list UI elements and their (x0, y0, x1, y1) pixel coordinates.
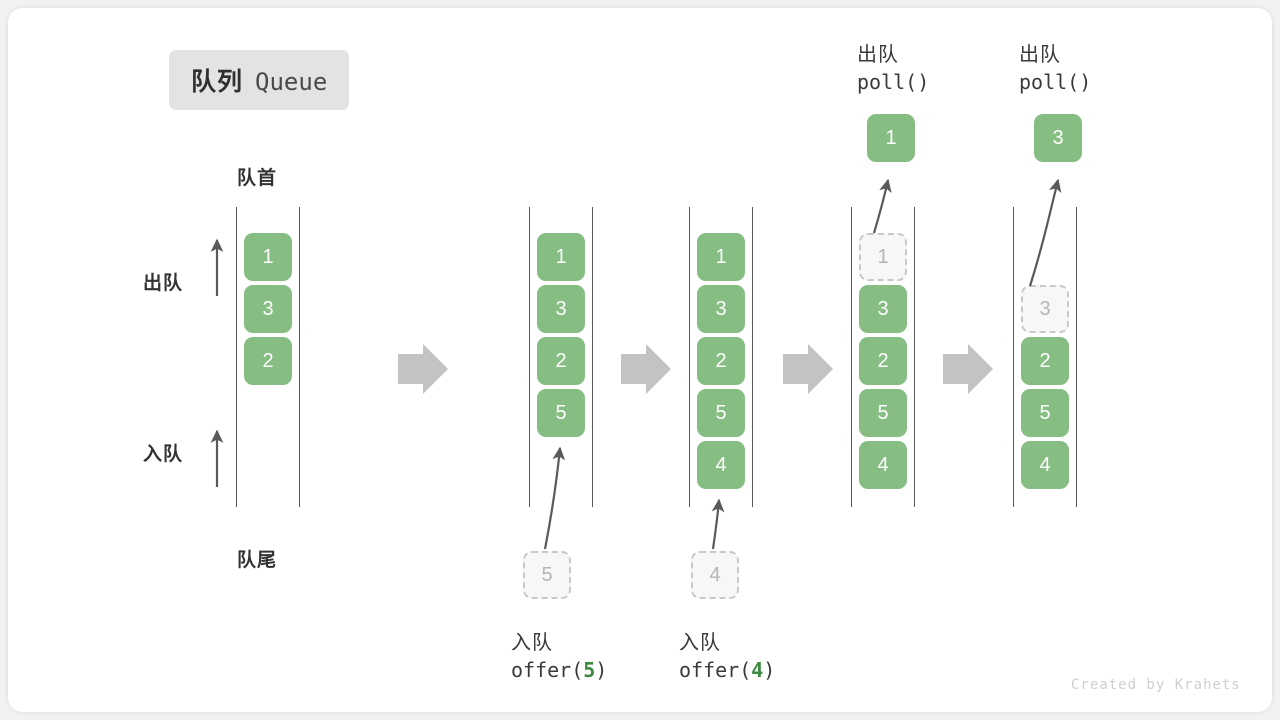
enqueue-motion-arrow (711, 498, 725, 550)
enqueue-direction-label: 入队 (143, 444, 184, 465)
queue-element: 5 (537, 389, 585, 437)
queue-element: 5 (697, 389, 745, 437)
queue-element: 2 (244, 337, 292, 385)
enqueue-caption-code: offer(4) (679, 658, 776, 682)
rail-left-stage-2 (529, 207, 530, 507)
rail-right-stage-4 (914, 207, 915, 507)
diagram-card: 队列 Queue 队首 队尾 出队 入队 1 3 2 1 3 2 5 5 入队 … (8, 8, 1272, 712)
queue-element: 5 (1021, 389, 1069, 437)
rail-right-stage-3 (752, 207, 753, 507)
dequeue-motion-arrow (872, 178, 892, 234)
queue-element: 2 (537, 337, 585, 385)
rail-left-stage-3 (689, 207, 690, 507)
rail-right-stage-2 (592, 207, 593, 507)
popped-element: 3 (1034, 114, 1082, 162)
dequeue-caption-code: poll() (1019, 70, 1092, 94)
enqueue-caption-cn: 入队 (511, 632, 553, 654)
vacated-slot-box: 3 (1021, 285, 1069, 333)
arrows-overlay (210, 178, 1062, 550)
queue-element: 2 (697, 337, 745, 385)
queue-element: 2 (859, 337, 907, 385)
queue-element: 1 (537, 233, 585, 281)
pending-enqueue-box: 5 (523, 551, 571, 599)
step-arrow (783, 344, 833, 394)
queue-element: 1 (244, 233, 292, 281)
step-arrow (621, 344, 671, 394)
queue-element: 5 (859, 389, 907, 437)
rail-right-stage-5 (1076, 207, 1077, 507)
dequeue-motion-arrow (1028, 178, 1062, 287)
dequeue-caption-code: poll() (857, 70, 930, 94)
dequeue-caption-cn: 出队 (1019, 44, 1061, 66)
diagram-title-badge: 队列 Queue (169, 50, 350, 110)
queue-element: 2 (1021, 337, 1069, 385)
title-en: Queue (255, 68, 328, 96)
pending-enqueue-box: 4 (691, 551, 739, 599)
queue-element: 4 (697, 441, 745, 489)
queue-element: 3 (537, 285, 585, 333)
rail-left-stage-4 (851, 207, 852, 507)
rail-right-stage-1 (299, 207, 300, 507)
queue-element: 3 (697, 285, 745, 333)
rail-left-stage-5 (1013, 207, 1014, 507)
queue-element: 3 (859, 285, 907, 333)
vacated-slot-box: 1 (859, 233, 907, 281)
popped-element: 1 (867, 114, 915, 162)
enqueue-caption-cn: 入队 (679, 632, 721, 654)
enqueue-caption-code: offer(5) (511, 658, 608, 682)
title-cn: 队列 (191, 68, 244, 96)
queue-element: 3 (244, 285, 292, 333)
watermark: Created by Krahets (1071, 677, 1241, 693)
step-arrow (398, 344, 448, 394)
enqueue-motion-arrow (543, 446, 566, 550)
queue-element: 4 (1021, 441, 1069, 489)
queue-element: 4 (859, 441, 907, 489)
queue-element: 1 (697, 233, 745, 281)
queue-head-label: 队首 (237, 168, 278, 189)
diagram-stage: 队列 Queue 队首 队尾 出队 入队 1 3 2 1 3 2 5 5 入队 … (8, 8, 1272, 712)
step-arrow (943, 344, 993, 394)
queue-tail-label: 队尾 (237, 550, 278, 571)
dequeue-caption-cn: 出队 (857, 44, 899, 66)
dequeue-direction-label: 出队 (143, 273, 184, 294)
rail-left-stage-1 (236, 207, 237, 507)
